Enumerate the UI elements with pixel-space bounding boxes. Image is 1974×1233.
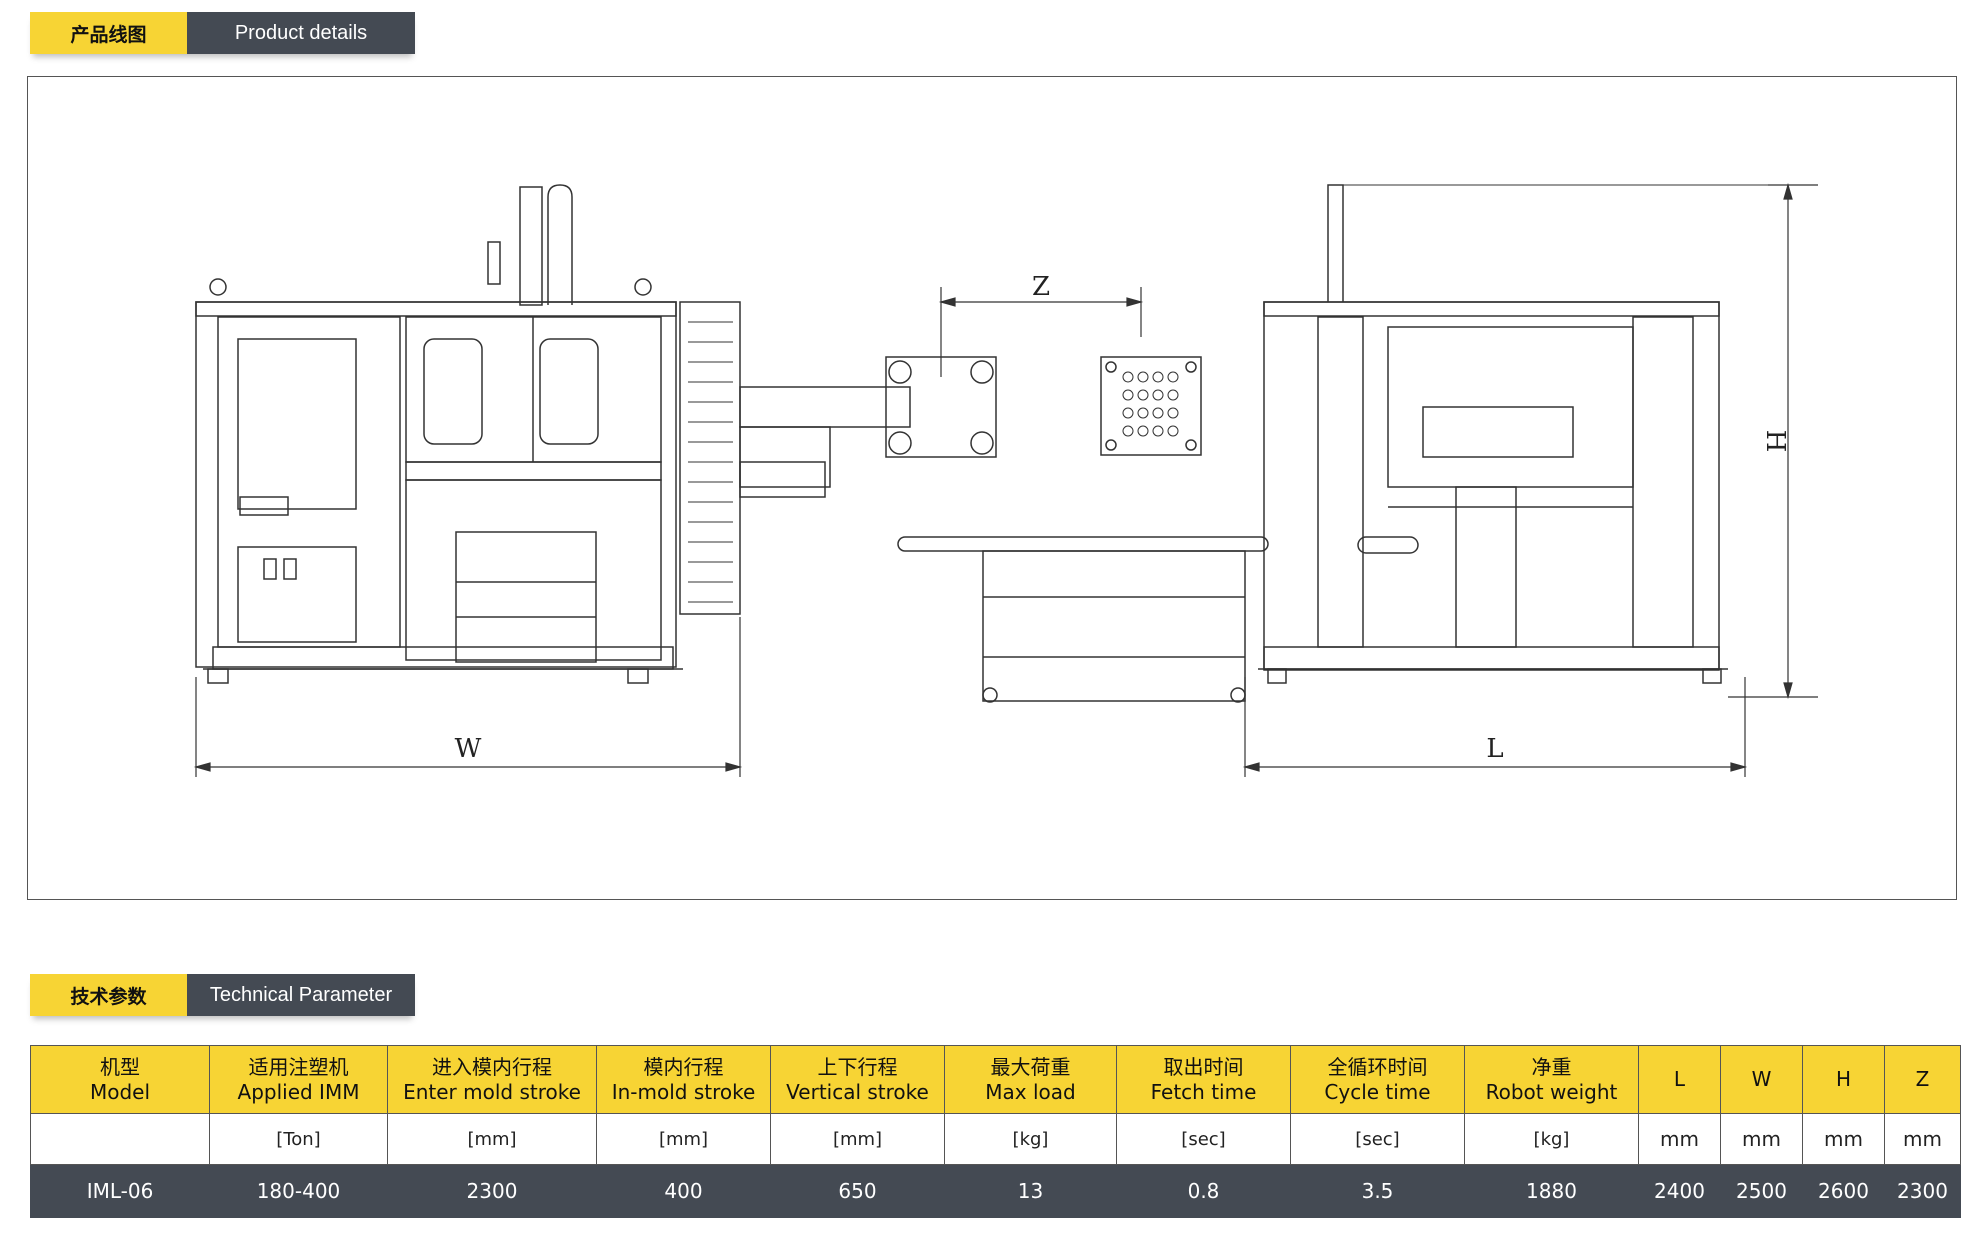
unit-cell: mm	[1884, 1113, 1961, 1165]
cell-in-mold-stroke: 400	[596, 1164, 771, 1218]
header-z: Z	[1884, 1045, 1961, 1114]
unit-cell: [sec]	[1290, 1113, 1465, 1165]
header-h: H	[1802, 1045, 1885, 1114]
cell-vertical-stroke: 650	[770, 1164, 945, 1218]
cell-w: 2500	[1720, 1164, 1803, 1218]
unit-cell: mm	[1638, 1113, 1721, 1165]
header-w: W	[1720, 1045, 1803, 1114]
mold-plate	[1100, 356, 1202, 456]
unit-cell: [sec]	[1116, 1113, 1291, 1165]
section-title-zh: 产品线图	[30, 12, 187, 54]
section-title-en: Technical Parameter	[187, 974, 415, 1016]
cell-robot-weight: 1880	[1464, 1164, 1639, 1218]
cell-fetch-time: 0.8	[1116, 1164, 1291, 1218]
unit-cell: [mm]	[770, 1113, 945, 1165]
cell-model: IML-06	[30, 1164, 210, 1218]
dim-h-label: H	[1760, 430, 1790, 453]
cell-h: 2600	[1802, 1164, 1885, 1218]
conveyor	[897, 536, 1269, 703]
unit-cell: [kg]	[1464, 1113, 1639, 1165]
header-l: L	[1638, 1045, 1721, 1114]
unit-cell: [mm]	[596, 1113, 771, 1165]
cell-z: 2300	[1884, 1164, 1961, 1218]
cell-enter-mold-stroke: 2300	[387, 1164, 597, 1218]
unit-cell: mm	[1720, 1113, 1803, 1165]
unit-cell: [mm]	[387, 1113, 597, 1165]
cell-cycle-time: 3.5	[1290, 1164, 1465, 1218]
cell-applied-imm: 180-400	[209, 1164, 388, 1218]
product-line-drawing: Z W L H	[27, 76, 1957, 900]
dim-l-label: L	[1486, 734, 1503, 764]
cell-l: 2400	[1638, 1164, 1721, 1218]
cell-max-load: 13	[944, 1164, 1117, 1218]
unit-cell: [Ton]	[209, 1113, 388, 1165]
side-view-machine	[1258, 184, 1783, 684]
section-tab-technical-parameter: 技术参数 Technical Parameter	[30, 974, 415, 1016]
dimension-lines	[193, 182, 1818, 777]
section-tab-product-details: 产品线图 Product details	[30, 12, 415, 54]
table-row: IML-06 180-400 2300 400 650 13 0.8 3.5 1…	[30, 1164, 1961, 1218]
unit-cell	[30, 1113, 210, 1165]
machine-drawing-svg: Z W L H	[193, 182, 1818, 777]
section-title-en: Product details	[187, 12, 415, 54]
dim-z-label: Z	[1032, 272, 1050, 302]
table-units-row: [Ton] [mm] [mm] [mm] [kg] [sec] [sec] [k…	[30, 1113, 1961, 1165]
unit-cell: mm	[1802, 1113, 1885, 1165]
dimension-labels: Z W L H	[455, 272, 1790, 764]
front-view-machine	[195, 184, 997, 684]
section-title-zh: 技术参数	[30, 974, 187, 1016]
unit-cell: [kg]	[944, 1113, 1117, 1165]
dim-w-label: W	[455, 734, 482, 764]
